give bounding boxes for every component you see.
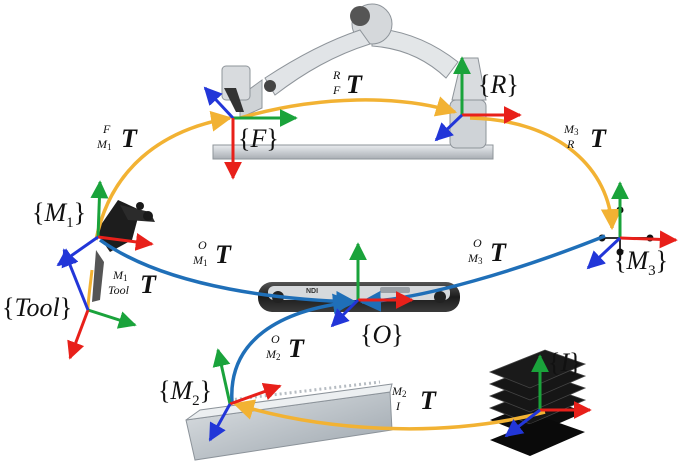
transform-label-R-F: R F T <box>333 68 362 99</box>
axes-O <box>330 242 414 328</box>
yellow-path-f-to-r <box>239 96 458 120</box>
blue-path-m2-to-o <box>230 293 355 403</box>
frame-label-M2: {M2} <box>158 376 213 410</box>
transform-label-M1-Tool: M1 Tool T <box>108 268 156 299</box>
axes-F <box>203 86 298 180</box>
frame-label-M1: {M1} <box>32 198 87 232</box>
transform-label-O-M2: O M2 T <box>266 332 304 363</box>
transform-label-O-M1: O M1 T <box>193 238 231 269</box>
frame-label-F: {F} <box>238 124 279 153</box>
yellow-path-i-to-m2 <box>232 399 546 431</box>
frame-label-R: {R} <box>478 70 519 99</box>
robot-arm-image <box>212 3 494 160</box>
transform-label-F-M1: F M1 T <box>97 122 137 153</box>
axes-M2 <box>208 348 282 442</box>
axes-Tool <box>61 248 137 360</box>
transform-label-M2-I: M2 I T <box>392 384 436 415</box>
ndi-logo-text: NDI <box>306 288 318 295</box>
axes-M3 <box>586 181 678 270</box>
transform-label-M3-R: M3 R T <box>564 122 606 153</box>
blue-path-m1-to-o <box>98 238 358 312</box>
axes-I <box>504 354 592 438</box>
yellow-path-m1-to-f <box>94 110 233 241</box>
frame-label-Tool: {Tool} <box>2 293 73 322</box>
frame-label-O: {O} <box>360 320 404 349</box>
frame-label-M3: {M3} <box>614 246 669 280</box>
transform-label-O-M3: O M3 T <box>468 236 506 267</box>
yellow-path-r-to-m3 <box>469 116 622 231</box>
phantom-block-image <box>185 380 393 461</box>
axes-R <box>434 56 522 142</box>
frame-label-I: {I} <box>548 348 582 377</box>
yellow-path-m1-to-tool <box>86 269 94 311</box>
